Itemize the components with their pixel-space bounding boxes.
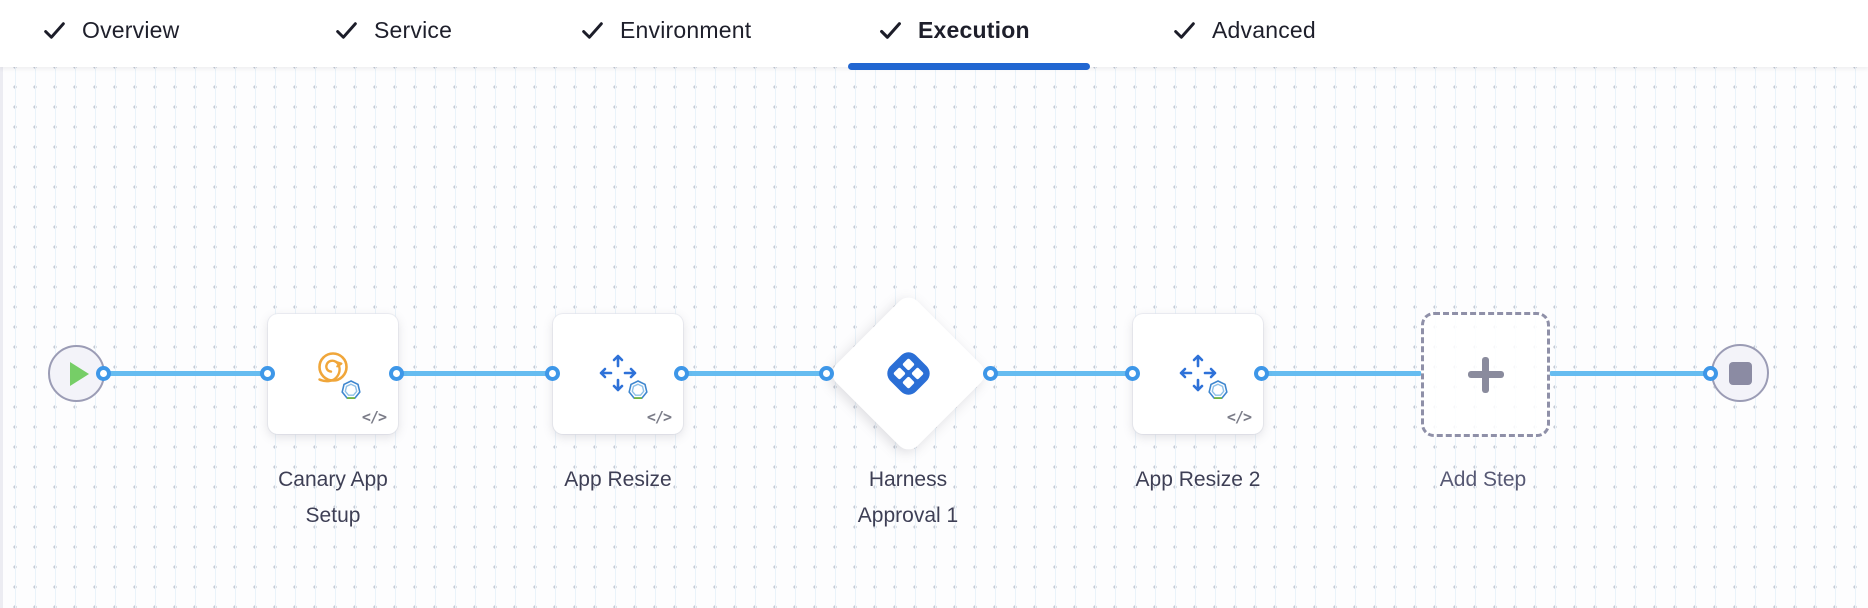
pipeline-execution-canvas[interactable]: </> </> (0, 67, 1868, 608)
step-config-tab-bar: Overview Service Environment Execution A… (0, 0, 1868, 70)
connector-port[interactable] (1703, 366, 1718, 381)
tab-advanced[interactable]: Advanced (1172, 0, 1316, 60)
tab-advanced-label: Advanced (1212, 16, 1316, 43)
play-icon (70, 361, 89, 386)
flow-line (1549, 371, 1712, 376)
connector-port[interactable] (545, 366, 560, 381)
step-node-app-resize[interactable]: </> (553, 314, 683, 434)
active-tab-indicator (848, 63, 1090, 70)
code-icon[interactable]: </> (646, 408, 672, 426)
flow-line (397, 371, 554, 376)
connector-port[interactable] (260, 366, 275, 381)
looping-strategy-badge-icon (628, 380, 648, 399)
step-node-app-resize-2[interactable]: </> (1133, 314, 1263, 434)
check-icon (1174, 21, 1195, 39)
tab-environment[interactable]: Environment (580, 0, 751, 60)
step-label-app-resize-2: App Resize 2 (1135, 468, 1261, 491)
connector-port[interactable] (674, 366, 689, 381)
flow-line (682, 371, 829, 376)
tab-service[interactable]: Service (334, 0, 452, 60)
step-label-add-step: Add Step (1439, 468, 1527, 491)
step-label-harness-approval-1: Harness Approval 1 (857, 468, 959, 527)
code-icon[interactable]: </> (361, 408, 387, 426)
plus-icon (1467, 356, 1504, 393)
check-icon (44, 21, 65, 39)
tab-service-label: Service (374, 16, 453, 43)
connector-port[interactable] (819, 366, 834, 381)
connector-port[interactable] (389, 366, 404, 381)
code-icon[interactable]: </> (1226, 408, 1252, 426)
step-label-app-resize: App Resize (564, 468, 672, 491)
pipeline-start-node[interactable] (48, 345, 105, 402)
looping-strategy-badge-icon (341, 380, 361, 399)
tab-environment-label: Environment (620, 16, 752, 43)
tab-overview[interactable]: Overview (42, 0, 179, 60)
pipeline-end-node[interactable] (1711, 344, 1769, 402)
connector-port[interactable] (983, 366, 998, 381)
looping-strategy-badge-icon (1208, 380, 1228, 399)
harness-approval-icon (887, 352, 930, 395)
connector-port[interactable] (96, 366, 111, 381)
flow-line (991, 371, 1134, 376)
step-label-canary-app-setup: Canary App Setup (278, 468, 388, 527)
flow-line (1262, 371, 1422, 376)
add-step-button[interactable] (1421, 312, 1550, 437)
resize-arrows-icon (1179, 354, 1217, 392)
step-node-canary-app-setup[interactable]: </> (268, 314, 398, 434)
canary-icon (318, 352, 348, 383)
tab-execution-label: Execution (918, 16, 1030, 43)
check-icon (582, 21, 603, 39)
tab-overview-label: Overview (82, 16, 180, 43)
stop-icon (1728, 361, 1752, 385)
connector-port[interactable] (1254, 366, 1269, 381)
tab-execution[interactable]: Execution (878, 0, 1030, 60)
flow-line (104, 371, 269, 376)
check-icon (336, 21, 357, 39)
check-icon (880, 21, 901, 39)
resize-arrows-icon (599, 354, 637, 392)
connector-port[interactable] (1125, 366, 1140, 381)
